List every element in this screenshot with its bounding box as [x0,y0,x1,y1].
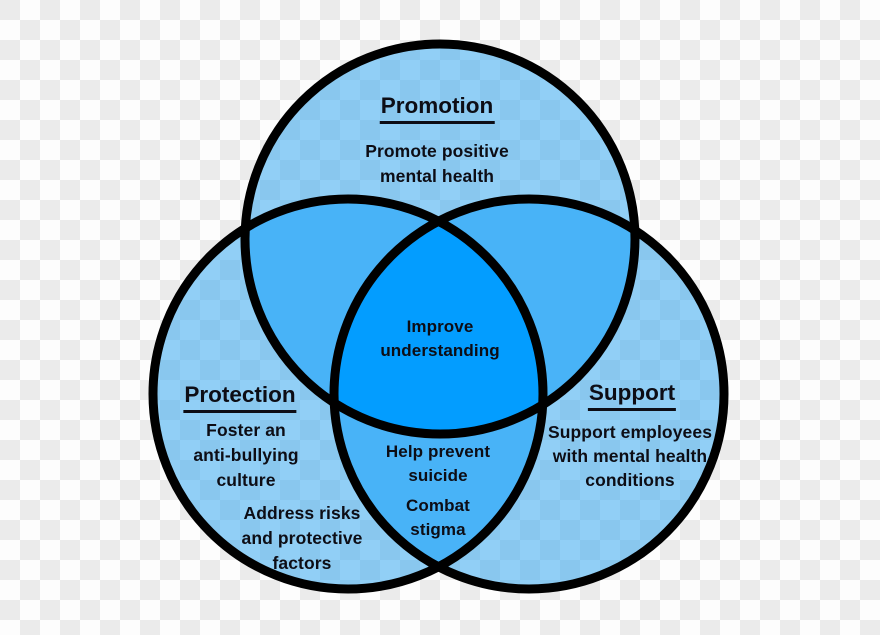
protection-title-text: Protection [183,382,297,413]
promotion-title-text: Promotion [379,93,495,124]
support-circle-outline [329,194,729,594]
bottom-overlap-label-primary: Help prevent suicide [385,442,491,485]
promotion-title: Promotion [379,93,495,124]
promotion-circle-outline [240,39,640,439]
protection-description-top: Foster an anti-bullying culture [193,420,299,490]
promotion-description: Promote positive mental health [365,141,509,186]
support-title: Support [587,380,677,411]
protection-title: Protection [183,382,297,413]
bottom-overlap-label-secondary: Combat stigma [406,496,470,539]
center-overlap-label: Improve understanding [380,317,500,360]
support-title-text: Support [587,380,677,411]
support-description: Support employees with mental health con… [547,422,713,490]
protection-circle-outline [148,194,548,594]
protection-description-bottom: Address risks and protective factors [241,503,363,573]
